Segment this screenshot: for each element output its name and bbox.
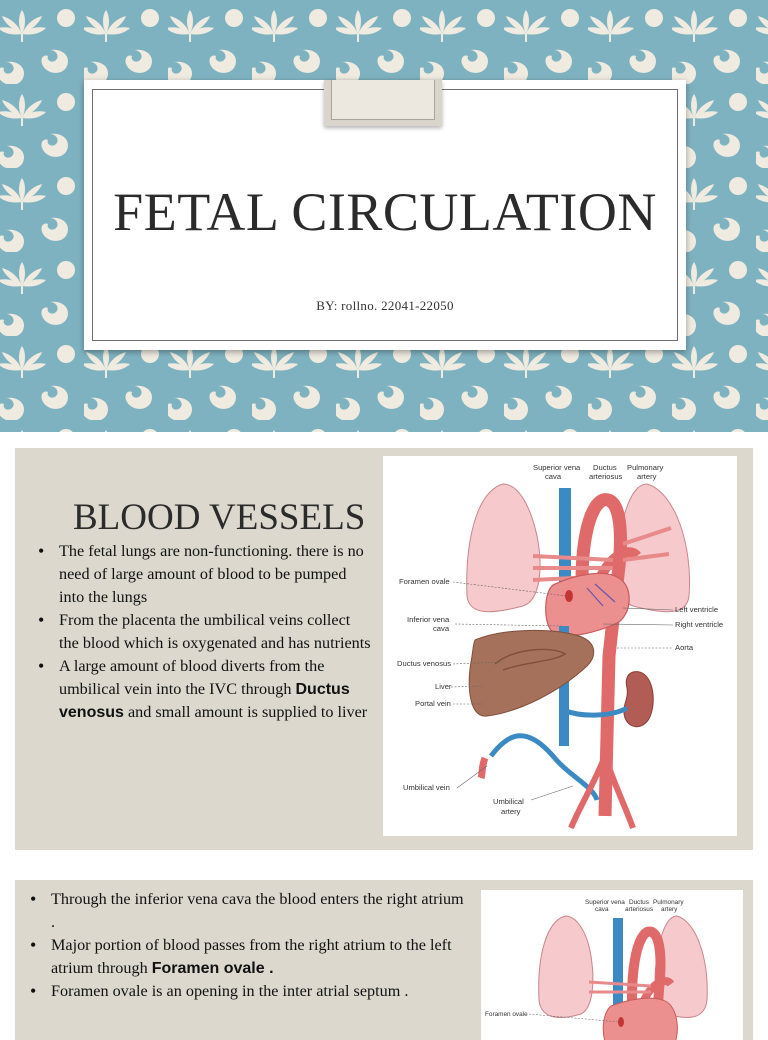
umbilical-artery-shape: [568, 754, 636, 830]
label-right-ventricle: Right ventricle: [675, 620, 723, 629]
title-card-tab: [324, 80, 442, 126]
right-lung: [466, 483, 541, 613]
bullet-item: The fetal lungs are non-functioning. the…: [33, 540, 373, 609]
bullet-item: Foramen ovale is an opening in the inter…: [25, 980, 465, 1003]
blood-vessels-slide: BLOOD VESSELS The fetal lungs are non-fu…: [15, 448, 753, 850]
diagram-labels: Superior vena cava Ductus arteriosus Pul…: [397, 463, 723, 816]
fetal-circulation-diagram: Superior vena cava Ductus arteriosus Pul…: [383, 456, 737, 836]
umbilical-vein-shape: [489, 733, 600, 801]
label-ductus-arteriosus-line2: arteriosus: [589, 472, 623, 481]
label-superior-vena-cava: Superior vena: [585, 899, 625, 906]
liver-shape: [468, 629, 595, 717]
bullet-text: Major portion of blood passes from the r…: [51, 936, 452, 977]
bullet-item: From the placenta the umbilical veins co…: [33, 609, 373, 655]
label-superior-vena-cava-line2: cava: [595, 906, 609, 913]
slide-subtitle: BY: rollno. 22041-22050: [316, 298, 454, 313]
label-inferior-vena-cava-line2: cava: [433, 624, 450, 633]
title-slide: FETAL CIRCULATION BY: rollno. 22041-2205…: [0, 0, 768, 432]
label-ductus-arteriosus: Ductus: [629, 899, 649, 906]
label-left-ventricle: Left ventricle: [675, 605, 718, 614]
bullet-text: A large amount of blood diverts from the…: [59, 657, 325, 698]
term-ductus-venosus: Ductus venosus: [59, 681, 350, 721]
label-foramen-ovale: Foramen ovale: [399, 577, 450, 586]
fetal-circulation-diagram-partial: Superior vena cava Ductus arteriosus Pul…: [481, 890, 743, 1040]
label-pulmonary-artery: Pulmonary: [653, 899, 684, 906]
label-ductus-arteriosus-line2: arteriosus: [625, 906, 653, 913]
label-pulmonary-artery-line2: artery: [637, 472, 657, 481]
label-foramen-ovale: Foramen ovale: [485, 1011, 528, 1018]
label-pulmonary-artery-line2: artery: [661, 906, 678, 913]
fetal-circulation-illustration-partial: Superior vena cava Ductus arteriosus Pul…: [485, 899, 708, 1040]
label-portal-vein: Portal vein: [415, 699, 451, 708]
label-superior-vena-cava-line2: cava: [545, 472, 562, 481]
kidney-shape: [623, 671, 654, 728]
slide-heading: BLOOD VESSELS: [73, 497, 366, 538]
bullet-text: and small amount is supplied to liver: [123, 703, 368, 721]
inferior-vena-cava-shape: [559, 626, 569, 746]
aorta-shape: [575, 493, 627, 817]
bullet-list: The fetal lungs are non-functioning. the…: [33, 540, 373, 724]
fetal-circulation-illustration: Superior vena cava Ductus arteriosus Pul…: [397, 463, 723, 830]
foramen-ovale-slide: Through the inferior vena cava the blood…: [15, 880, 753, 1040]
bullet-item: Through the inferior vena cava the blood…: [25, 888, 465, 934]
label-liver: Liver: [435, 682, 452, 691]
slide-title: FETAL CIRCULATION: [113, 182, 657, 242]
label-umbilical-artery-line2: artery: [501, 807, 521, 816]
bullet-item: Major portion of blood passes from the r…: [25, 934, 465, 980]
label-superior-vena-cava: Superior vena: [533, 463, 581, 472]
label-umbilical-artery: Umbilical: [493, 797, 524, 806]
label-umbilical-vein: Umbilical vein: [403, 783, 450, 792]
diagram-labels: Superior vena cava Ductus arteriosus Pul…: [485, 899, 684, 1023]
label-inferior-vena-cava: Inferior vena: [407, 615, 450, 624]
label-aorta: Aorta: [675, 643, 694, 652]
label-ductus-venosus: Ductus venosus: [397, 659, 451, 668]
label-ductus-arteriosus: Ductus: [593, 463, 617, 472]
bullet-list: Through the inferior vena cava the blood…: [25, 888, 465, 1003]
bullet-item: A large amount of blood diverts from the…: [33, 655, 373, 724]
label-pulmonary-artery: Pulmonary: [627, 463, 663, 472]
term-foramen-ovale: Foramen ovale .: [151, 960, 274, 977]
title-card-tab-inner: [331, 80, 435, 120]
